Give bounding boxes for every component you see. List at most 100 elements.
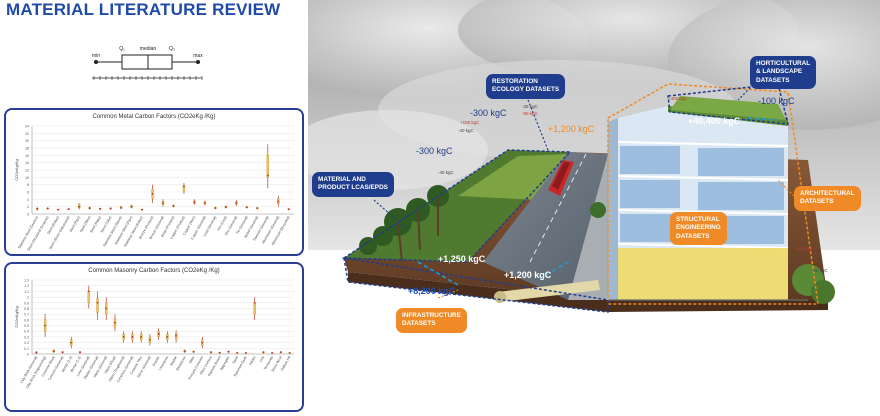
category-label: Sand	[232, 355, 239, 364]
y-tick-label: 0.6	[24, 318, 29, 322]
median-point	[236, 351, 239, 354]
y-tick-label: 0	[27, 353, 29, 357]
box	[253, 302, 256, 315]
y-tick-label: 0	[27, 213, 29, 217]
median-point	[162, 202, 164, 204]
metal-chart: 024681012141618202224CO2eKg/KgStainless …	[14, 125, 294, 252]
median-point	[88, 207, 91, 210]
y-tick-label: 2	[27, 205, 29, 209]
bus-windows	[552, 162, 570, 190]
box	[87, 291, 90, 303]
legend-min-label: min	[92, 53, 100, 59]
median-point	[79, 351, 81, 354]
y-tick-label: 6	[27, 191, 29, 195]
median-point	[192, 350, 195, 353]
value-pos1200-top: +1,200 kgC	[548, 124, 595, 134]
median-point	[57, 208, 60, 211]
y-axis-label: CO2eKg/Kg	[14, 306, 19, 327]
y-tick-label: 0.4	[24, 330, 29, 334]
masonry-chart: 00.10.20.30.40.50.60.70.80.911.11.21.3CO…	[14, 279, 294, 389]
ground-front	[348, 272, 828, 312]
median-point	[218, 351, 221, 354]
metal-chart-title: Common Metal Carbon Factors (CO2eKg /Kg)	[92, 114, 216, 120]
legend-axis-ticks	[93, 76, 203, 80]
median-point	[149, 338, 151, 341]
median-point	[245, 206, 248, 209]
y-tick-label: 14	[25, 161, 29, 165]
building-side	[608, 118, 618, 300]
y-tick-label: 12	[25, 169, 29, 173]
y-tick-label: 1.1	[24, 290, 29, 294]
legend-q3-label: Q₃	[169, 46, 175, 52]
median-point	[141, 208, 143, 211]
category-label: Limestone	[158, 355, 169, 371]
median-point	[44, 324, 46, 327]
carbon-flow-lines	[417, 117, 779, 286]
pipe-end	[494, 291, 506, 303]
restoration-label: RESTORATION ECOLOGY DATASETS	[486, 74, 566, 99]
y-tick-label: 0.9	[24, 301, 29, 305]
value-neg300-left: -300 kgC	[416, 146, 453, 156]
category-label: Steel (Sheet Galvanized)	[48, 216, 70, 251]
legend-box	[121, 54, 173, 70]
boxplot-legend: min Q₁ median Q₃ max	[92, 46, 203, 80]
median-point	[193, 201, 196, 204]
cloud	[308, 110, 488, 190]
median-point	[99, 207, 102, 210]
box	[96, 298, 99, 313]
value-pos40400: +40,400 kgC	[688, 116, 741, 126]
building-floors	[617, 141, 789, 249]
category-label: Terracotta	[263, 355, 274, 370]
y-tick-label: 1.3	[24, 279, 29, 283]
median-point	[109, 207, 112, 210]
box	[182, 185, 186, 192]
median-point	[130, 205, 133, 208]
value-pos300: +300 kgC	[794, 246, 814, 251]
median-point	[157, 333, 160, 335]
y-tick-label: 0.3	[24, 335, 29, 339]
value-pos8200: +8,200 kgC	[408, 286, 456, 296]
median-point	[52, 350, 55, 353]
y-tick-label: 16	[25, 154, 29, 158]
value-neg300-top: -300 kgC	[470, 108, 507, 118]
value-pos300-right: +300 kgC	[668, 96, 688, 101]
median-point	[256, 207, 259, 210]
category-label: Aggregate	[219, 355, 230, 371]
category-label: Marble	[169, 355, 178, 366]
box	[266, 155, 269, 178]
value-pos100: +100 kgC	[460, 120, 480, 125]
median-point	[204, 202, 206, 204]
legend-max-dot	[196, 60, 200, 64]
scene-illustration	[308, 0, 880, 416]
horticultural-label: HORTICULTURAL & LANDSCAPE DATASETS	[750, 56, 817, 89]
infrastructure-label: INFRASTRUCTURE DATASETS	[396, 308, 467, 333]
legend-q1-label: Q₁	[119, 46, 125, 52]
y-tick-label: 0.5	[24, 324, 29, 328]
value-neg10: -10 kgC	[812, 268, 828, 273]
value-neg40-b: -40 kgC	[438, 170, 454, 175]
architectural-label: ARCHITECTURAL DATASETS	[794, 186, 861, 211]
y-tick-label: 1	[27, 296, 29, 300]
page-title: MATERIAL LITERATURE REVIEW	[6, 0, 281, 19]
legend-median-label: median	[140, 46, 157, 52]
category-label: Slate	[188, 355, 195, 364]
y-tick-label: 18	[25, 147, 29, 151]
category-label: Granite	[151, 355, 160, 367]
median-point	[105, 307, 108, 310]
material-lca-label: MATERIAL AND PRODUCT LCAS/EPDS	[312, 172, 394, 197]
median-point	[122, 336, 125, 338]
median-point	[227, 350, 230, 353]
median-point	[201, 341, 204, 344]
category-label: Adobe	[248, 355, 256, 366]
value-neg40: -40 kgC	[458, 128, 474, 133]
median-point	[172, 205, 175, 207]
median-point	[235, 202, 238, 204]
median-point	[114, 321, 116, 324]
y-tick-label: 4	[27, 198, 29, 202]
median-point	[245, 351, 247, 354]
carbon-scene: MATERIAL AND PRODUCT LCAS/EPDS RESTORATI…	[308, 0, 880, 416]
value-neg100: -100 kgC	[758, 96, 795, 106]
median-point	[253, 301, 256, 304]
median-point	[70, 341, 73, 344]
category-label: Sandstone	[175, 355, 187, 371]
